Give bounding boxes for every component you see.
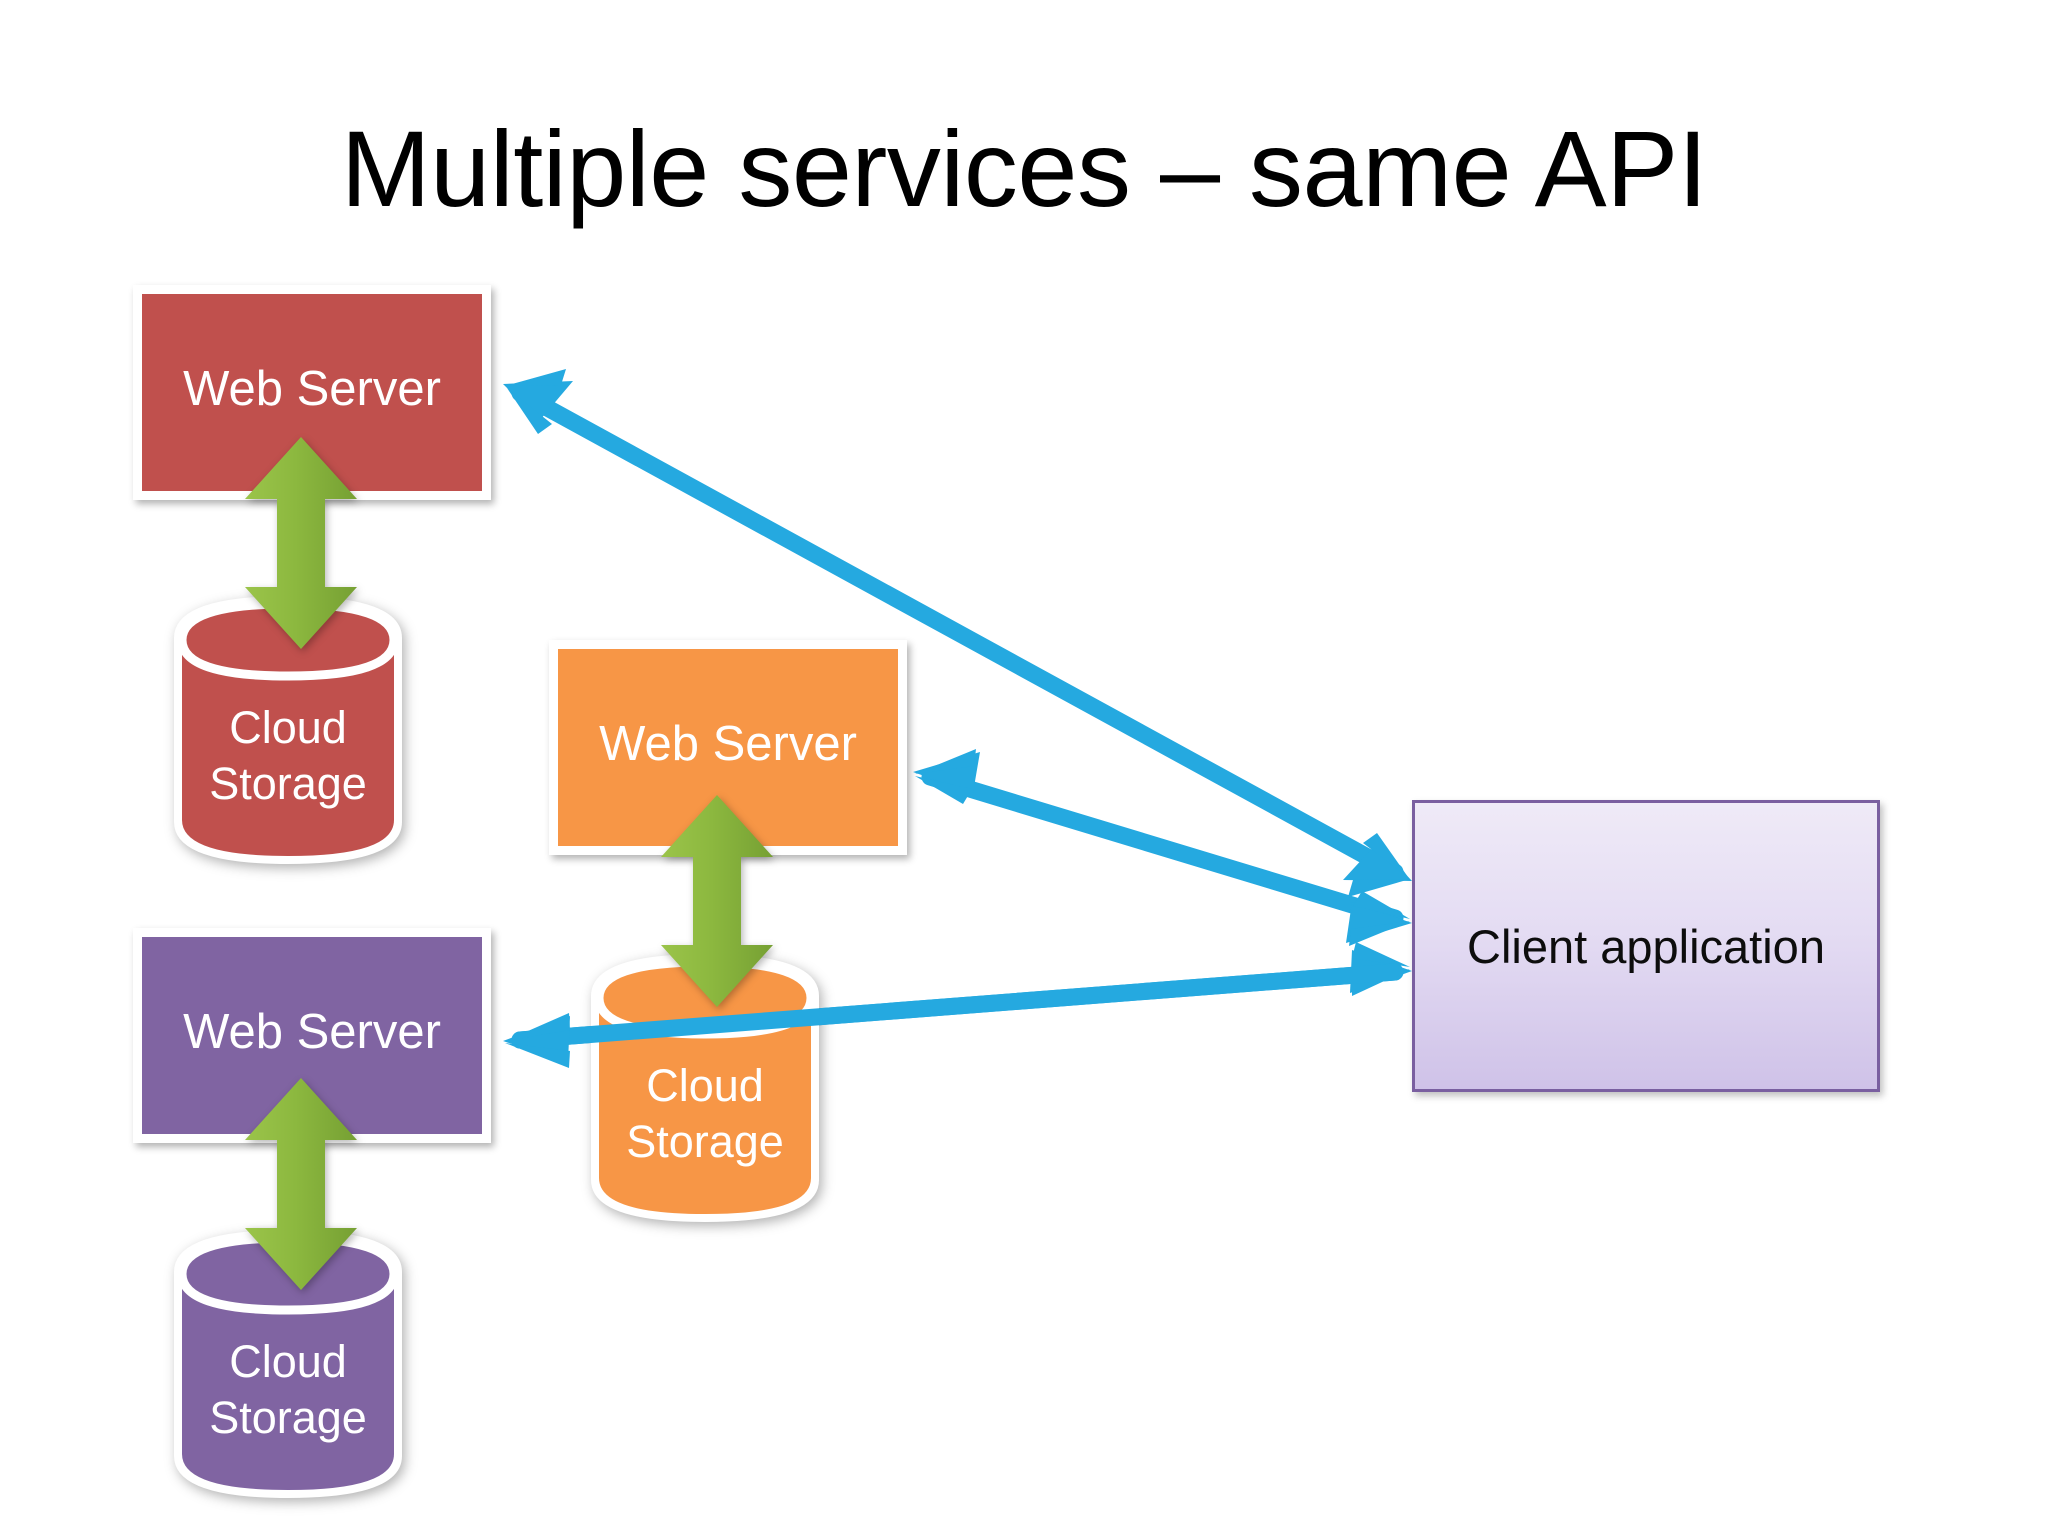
client-application-label: Client application (1467, 919, 1825, 973)
sync-arrow-purple (243, 1078, 359, 1290)
sync-arrow-orange (659, 795, 775, 1007)
client-application-box[interactable]: Client application (1412, 800, 1880, 1092)
connector-client-to-web-server-orange (913, 749, 1412, 946)
web-server-label-orange: Web Server (599, 717, 857, 771)
web-server-label-red: Web Server (183, 362, 441, 416)
web-server-label-purple: Web Server (183, 1005, 441, 1059)
page-title: Multiple services – same API (340, 108, 1708, 229)
sync-arrow-red (243, 437, 359, 649)
cylinder-shape-red (174, 596, 402, 864)
